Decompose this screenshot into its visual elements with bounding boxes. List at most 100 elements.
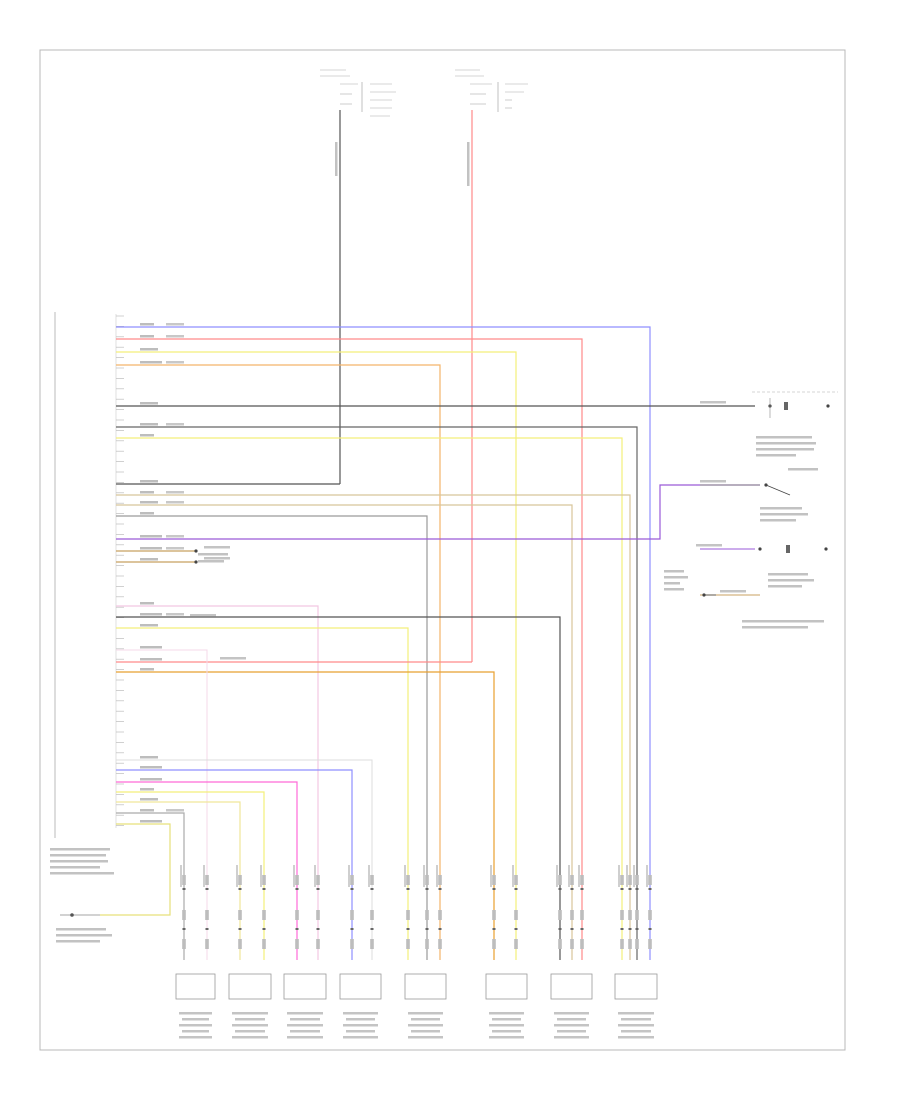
wire-label-mark xyxy=(140,820,162,823)
vertical-label-mark xyxy=(578,865,580,887)
wire-darkgray-2 xyxy=(116,426,638,960)
wire-labels xyxy=(140,323,746,823)
component-caption-mark xyxy=(557,1030,586,1033)
wire-label-mark xyxy=(220,657,246,660)
connector-pin xyxy=(182,939,186,949)
connector-pin xyxy=(370,875,374,885)
vertical-label-mark xyxy=(404,865,406,887)
wire-label-mark xyxy=(166,491,184,494)
connector-pin xyxy=(628,939,632,949)
wire-label-mark xyxy=(166,613,184,616)
component-caption-mark xyxy=(408,1012,443,1015)
label-mark xyxy=(768,585,802,588)
vertical-label-mark xyxy=(556,865,558,887)
component-caption-mark xyxy=(408,1024,443,1027)
wire-label-mark xyxy=(140,798,158,801)
label-mark xyxy=(664,588,684,591)
connector-pin xyxy=(514,910,518,920)
connector-mark xyxy=(558,928,562,930)
wire-orange-2 xyxy=(116,671,495,960)
connector-mark xyxy=(425,888,429,890)
label-mark xyxy=(760,519,796,522)
wire-label-mark xyxy=(140,535,162,538)
vertical-label-mark xyxy=(618,865,620,887)
connector-pin xyxy=(558,939,562,949)
component-caption-mark xyxy=(179,1012,212,1015)
connector-mark xyxy=(350,888,354,890)
component-caption-mark xyxy=(182,1018,209,1021)
wire-yellow-5 xyxy=(116,801,241,960)
wire-label-mark xyxy=(166,809,184,812)
label-mark xyxy=(756,448,814,451)
connector-pin xyxy=(628,875,632,885)
connector-pin xyxy=(580,939,584,949)
component-caption-mark xyxy=(235,1018,265,1021)
connector-pin xyxy=(648,910,652,920)
vertical-label-mark xyxy=(260,865,262,887)
connector-mark xyxy=(425,928,429,930)
connector-pin xyxy=(570,875,574,885)
label-mark xyxy=(756,454,796,457)
connector-mark xyxy=(492,928,496,930)
wire-label-mark xyxy=(140,788,154,791)
connector-mark xyxy=(438,888,442,890)
connector-mark xyxy=(350,928,354,930)
label-mark xyxy=(768,573,808,576)
connector-pin xyxy=(492,910,496,920)
right-component-2 xyxy=(764,483,791,496)
wire-label-mark xyxy=(140,809,154,812)
wire-label-mark xyxy=(140,558,158,561)
ground-symbol-left xyxy=(60,913,100,917)
connector-pin xyxy=(205,875,209,885)
label-mark xyxy=(50,860,108,863)
component-caption-mark xyxy=(232,1012,268,1015)
component-caption-mark xyxy=(408,1036,443,1039)
vertical-label-mark xyxy=(423,865,425,887)
connector-mark xyxy=(580,928,584,930)
label-mark xyxy=(664,576,688,579)
connector-pin xyxy=(620,939,624,949)
component-caption-mark xyxy=(618,1036,654,1039)
wire-label-mark xyxy=(166,361,184,364)
wire-blue-2 xyxy=(116,769,353,960)
vertical-label-mark xyxy=(568,865,570,887)
connector-pin xyxy=(620,875,624,885)
label-mark xyxy=(50,872,114,875)
fuse-block-left xyxy=(320,69,396,117)
connector-mark xyxy=(238,888,242,890)
right-component-4 xyxy=(702,593,716,597)
wire-pink-1 xyxy=(116,781,298,960)
connector-pin xyxy=(570,910,574,920)
connector-pin xyxy=(262,910,266,920)
connector-pin xyxy=(262,939,266,949)
wire-pink-faint xyxy=(116,649,208,960)
wire-label-mark xyxy=(140,668,154,671)
component-caption-mark xyxy=(492,1030,521,1033)
connector-pin xyxy=(492,875,496,885)
connector-pin xyxy=(438,939,442,949)
connector-pin xyxy=(316,939,320,949)
connector-pin xyxy=(558,875,562,885)
connector-pin xyxy=(350,939,354,949)
component-caption-mark xyxy=(287,1036,323,1039)
connector-mark xyxy=(628,888,632,890)
connector-pin xyxy=(514,875,518,885)
wire-harness xyxy=(100,326,760,960)
label-mark xyxy=(756,436,812,439)
vertical-label-mark xyxy=(633,865,635,887)
connector-pin xyxy=(438,910,442,920)
connector-mark xyxy=(205,928,209,930)
component-caption-mark xyxy=(489,1024,524,1027)
connector-pin xyxy=(425,875,429,885)
wire-label-mark xyxy=(140,402,158,405)
right-component-1 xyxy=(752,391,838,418)
vertical-label-mark xyxy=(203,865,205,887)
wire-label-mark xyxy=(140,501,158,504)
wire-blue-1 xyxy=(116,326,651,960)
component-caption-mark xyxy=(235,1030,265,1033)
connector-pin xyxy=(238,939,242,949)
label-mark xyxy=(50,854,106,857)
label-mark xyxy=(742,620,824,623)
connector-pin xyxy=(350,910,354,920)
component-caption-mark xyxy=(287,1024,323,1027)
